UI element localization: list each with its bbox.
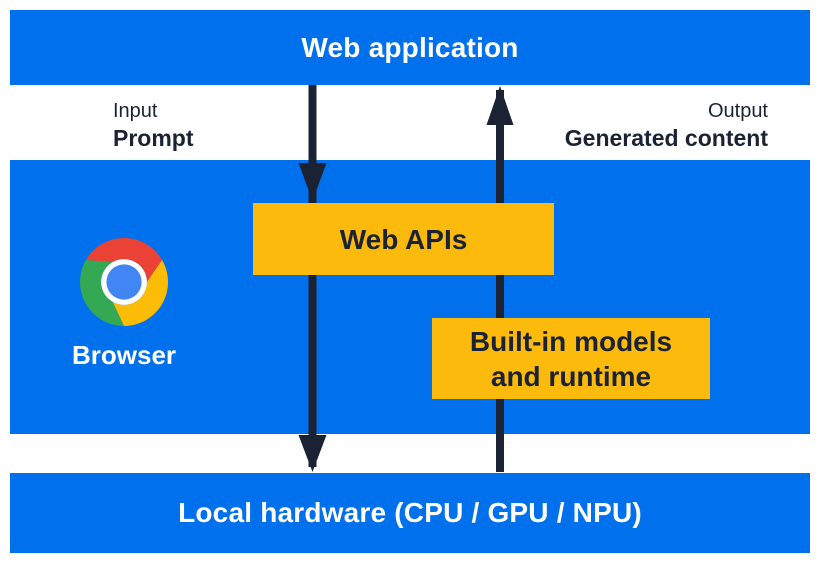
output-flow-label: Output Generated content [565, 99, 768, 152]
web-application-bar: Web application [10, 10, 810, 85]
local-hardware-title: Local hardware (CPU / GPU / NPU) [178, 497, 642, 528]
builtin-models-line2: and runtime [490, 360, 652, 392]
input-flow-label: Input Prompt [113, 99, 194, 152]
web-apis-box: Web APIs [253, 203, 554, 275]
generated-content-label: Generated content [564, 125, 768, 151]
local-hardware-bar: Local hardware (CPU / GPU / NPU) [10, 473, 810, 553]
prompt-label: Prompt [113, 125, 194, 151]
browser-label: Browser [72, 340, 177, 370]
builtin-models-box: Built-in models and runtime [432, 318, 710, 399]
builtin-models-line1: Built-in models [469, 325, 673, 357]
output-label: Output [707, 100, 768, 122]
chrome-logo-icon [80, 238, 168, 326]
web-application-title: Web application [301, 31, 519, 63]
input-label: Input [113, 100, 158, 122]
web-apis-label: Web APIs [339, 223, 468, 255]
builtin-models-label: Built-in models and runtime [470, 324, 672, 394]
